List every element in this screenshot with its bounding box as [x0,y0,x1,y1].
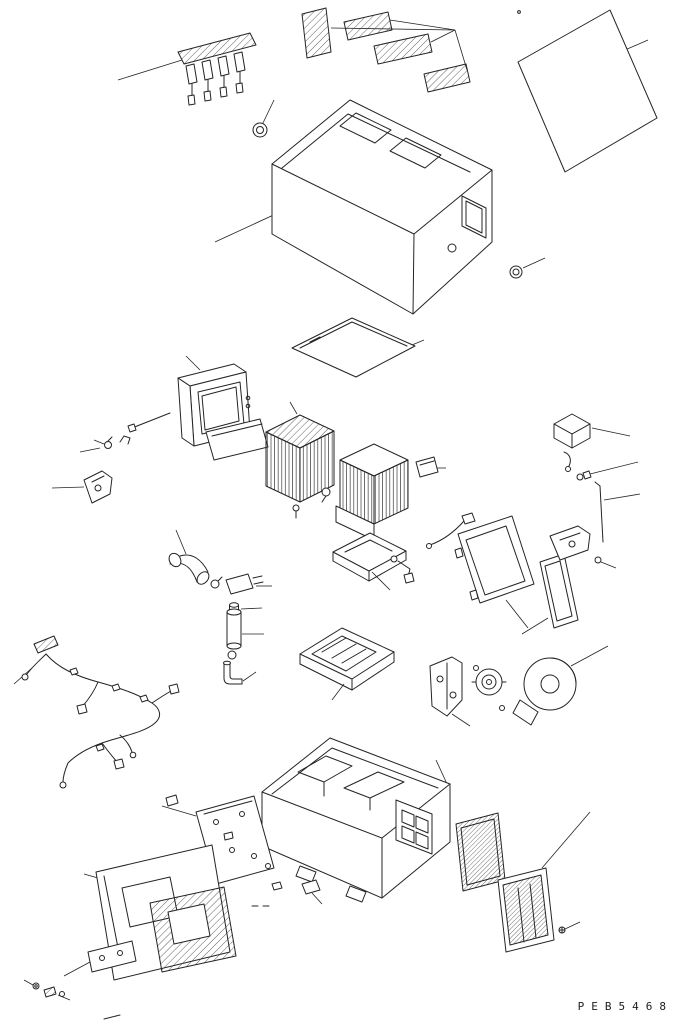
vent-grilles [301,7,471,93]
filter-grilles [455,811,591,953]
inner-door-panel [454,515,535,629]
blower-assembly [429,645,609,727]
sensor-cable [426,512,476,549]
lower-tray [299,627,395,701]
main-duct-box [214,99,546,315]
hose-cluster [168,529,272,685]
right-bracket-assembly [549,413,641,569]
heater-core [321,443,409,541]
floor-plate [291,317,425,378]
wiring-harness [13,635,180,789]
grommet [252,99,275,138]
mounting-clips [79,435,131,453]
left-cover-panel [23,844,237,1020]
rear-panel-sheet [517,9,658,173]
connector-strip [117,32,257,106]
side-fitting-box [415,456,446,478]
drain-pan [332,532,415,591]
drawing-code: PEB5468 [577,1000,673,1013]
evaporator-core [265,401,335,519]
door-seal-frame [521,553,579,635]
control-panel-unit [127,355,269,461]
lower-housing-box [251,737,451,907]
left-bracket [51,470,113,504]
